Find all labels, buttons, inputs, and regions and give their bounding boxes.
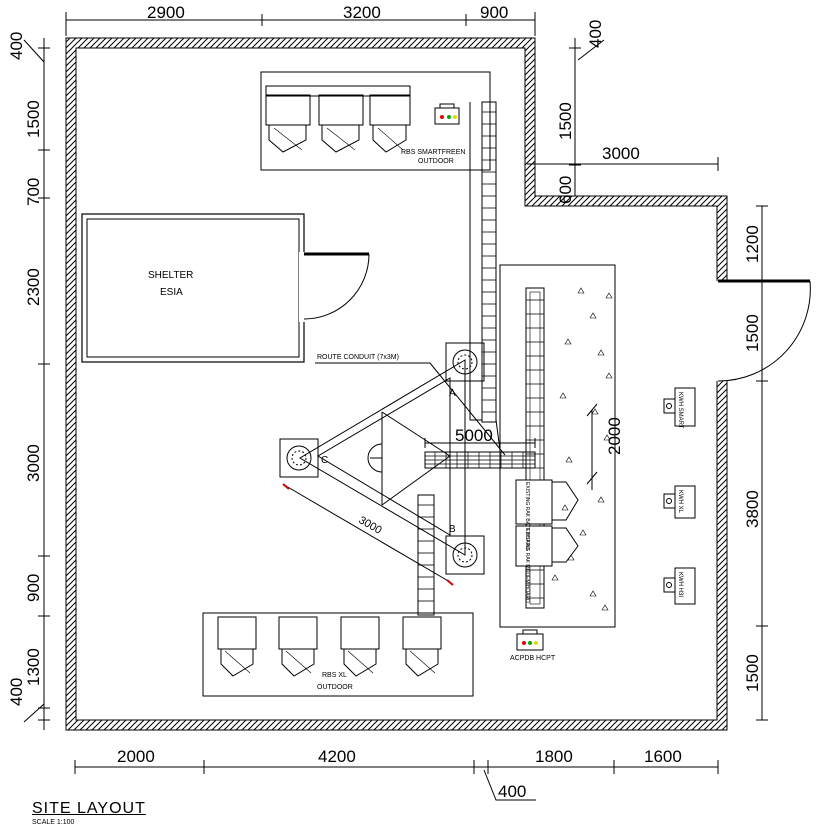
route-conduit-leader bbox=[315, 362, 506, 456]
dim-bottom-extra: 400 bbox=[498, 782, 526, 801]
rbs-xl-label-1: RBS XL bbox=[322, 672, 347, 679]
dim-pad-2000: 2000 bbox=[605, 417, 624, 455]
leg-b-label: B bbox=[449, 524, 456, 535]
concrete-pad bbox=[499, 264, 616, 628]
leg-c-label: C bbox=[321, 455, 328, 466]
shelter-label-1: SHELTER bbox=[148, 270, 193, 281]
dim-bottom-1: 2000 bbox=[117, 747, 155, 766]
dimension-lines bbox=[23, 12, 768, 801]
site-gate bbox=[716, 279, 811, 382]
perimeter-fence bbox=[65, 37, 728, 731]
rbs-smart-label-1: RBS SMARTFREEN bbox=[401, 149, 465, 156]
dim-right-4: 1500 bbox=[743, 654, 762, 692]
dim-bottom-2: 4200 bbox=[318, 747, 356, 766]
dim-right-top-2: 1500 bbox=[556, 102, 575, 140]
dim-right-1: 1200 bbox=[743, 225, 762, 263]
title-block: SITE LAYOUT SCALE 1:100 bbox=[32, 800, 146, 827]
rbs-xl-outdoor bbox=[202, 612, 474, 697]
pad-dimension bbox=[586, 403, 598, 490]
dim-left-3: 700 bbox=[24, 178, 43, 206]
route-conduit-label: ROUTE CONDUIT (7x3M) bbox=[317, 354, 399, 361]
dim-right-top-3: 600 bbox=[556, 176, 575, 204]
kwh-xl-label: KWH XL bbox=[677, 490, 683, 514]
dim-left-5: 3000 bbox=[24, 444, 43, 482]
existing-rack-modem bbox=[515, 525, 579, 567]
drawing-title: SITE LAYOUT bbox=[32, 800, 146, 817]
dim-top-1: 2900 bbox=[147, 3, 185, 22]
tower-leg-c bbox=[279, 438, 319, 478]
dim-conduit-5000: 5000 bbox=[455, 426, 493, 445]
dim-left-6: 900 bbox=[24, 574, 43, 602]
kwh-smart-label: KWH SMART bbox=[677, 392, 683, 429]
acpdb-panel bbox=[516, 629, 544, 651]
shelter-building bbox=[81, 213, 370, 363]
dim-left-2: 1500 bbox=[24, 100, 43, 138]
dim-bottom-3: 1800 bbox=[535, 747, 573, 766]
acpdb-label: ACPDB HCPT bbox=[510, 655, 556, 662]
panel-label-1: EXISTING RAK BATT BOARD bbox=[524, 482, 530, 550]
leg-a-label: A bbox=[449, 388, 456, 399]
tower-leg-b bbox=[445, 535, 485, 575]
cable-ladder-pad bbox=[525, 287, 545, 609]
panel-label-2: EXISTING RAK MODEM BOARD bbox=[524, 528, 530, 603]
cable-ladder-vertical bbox=[469, 101, 501, 451]
tower-leg-a bbox=[445, 342, 485, 382]
dim-left-8: 400 bbox=[7, 678, 26, 706]
dim-right-3: 3800 bbox=[743, 490, 762, 528]
dim-left-4: 2300 bbox=[24, 268, 43, 306]
shelter-label-2: ESIA bbox=[160, 287, 183, 298]
existing-rack-batt bbox=[515, 479, 579, 525]
conduit-route bbox=[424, 438, 536, 469]
cable-ladder-rbs-xl bbox=[417, 494, 435, 616]
dim-top-2: 3200 bbox=[343, 3, 381, 22]
rbs-smartfreen-outdoor bbox=[260, 71, 491, 171]
dim-tower-3000: 3000 bbox=[357, 514, 384, 537]
dim-bottom-4: 1600 bbox=[644, 747, 682, 766]
dim-left-7: 1300 bbox=[24, 648, 43, 686]
tower-frame bbox=[299, 359, 466, 556]
kwh-smart-meter bbox=[663, 387, 696, 427]
dim-top-3: 900 bbox=[480, 3, 508, 22]
dim-left-1: 400 bbox=[7, 32, 26, 60]
dim-right-top-1: 400 bbox=[586, 20, 605, 48]
kwh-xl-meter bbox=[663, 485, 696, 519]
drawing-scale: SCALE 1:100 bbox=[32, 819, 75, 826]
dim-right-notch: 3000 bbox=[602, 144, 640, 163]
rbs-xl-label-2: OUTDOOR bbox=[317, 684, 353, 691]
dim-right-2: 1500 bbox=[743, 314, 762, 352]
tower-side-dimension bbox=[282, 483, 454, 586]
kwh-h3i-label: KWH H3I bbox=[677, 572, 683, 597]
rbs-smart-label-2: OUTDOOR bbox=[418, 158, 454, 165]
kwh-h3i-meter bbox=[663, 567, 696, 605]
